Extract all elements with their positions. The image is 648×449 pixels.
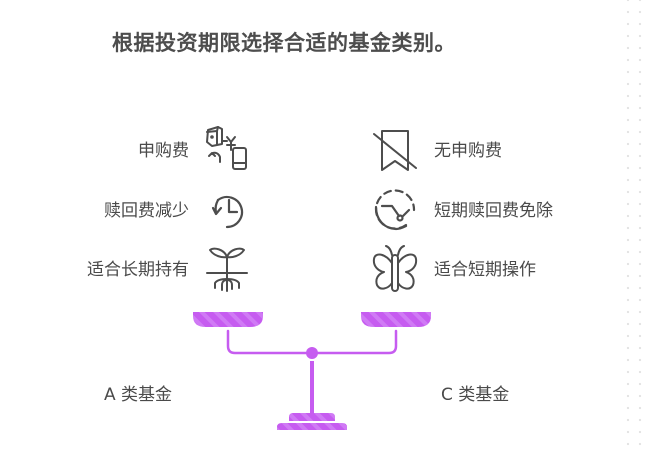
scale-pivot (306, 347, 318, 359)
dot-grid-decoration (620, 0, 648, 449)
left-item-label-redemption-fee: 赎回费减少 (104, 201, 189, 221)
page-title: 根据投资期限选择合适的基金类别。 (112, 31, 456, 55)
scale-beam (226, 329, 398, 355)
left-item-label-purchase-fee: 申购费 (138, 141, 189, 161)
dashed-timer-icon (370, 185, 420, 235)
sprout-roots-icon (202, 243, 252, 293)
fund-label-a: A 类基金 (104, 385, 173, 405)
fund-label-c: C 类基金 (441, 385, 510, 405)
butterfly-icon (370, 243, 420, 293)
right-pan (361, 312, 431, 327)
right-item-label-short-redemption: 短期赎回费免除 (434, 201, 553, 221)
scale-base (277, 413, 347, 430)
right-item-label-short-term: 适合短期操作 (434, 260, 536, 280)
wallet-exchange-icon (202, 124, 252, 174)
scale-column (310, 361, 314, 414)
clock-history-icon (202, 185, 252, 235)
left-item-label-long-term: 适合长期持有 (87, 260, 189, 280)
right-item-label-no-purchase-fee: 无申购费 (434, 141, 502, 161)
bookmark-slash-icon (370, 124, 420, 174)
left-pan (193, 312, 263, 327)
